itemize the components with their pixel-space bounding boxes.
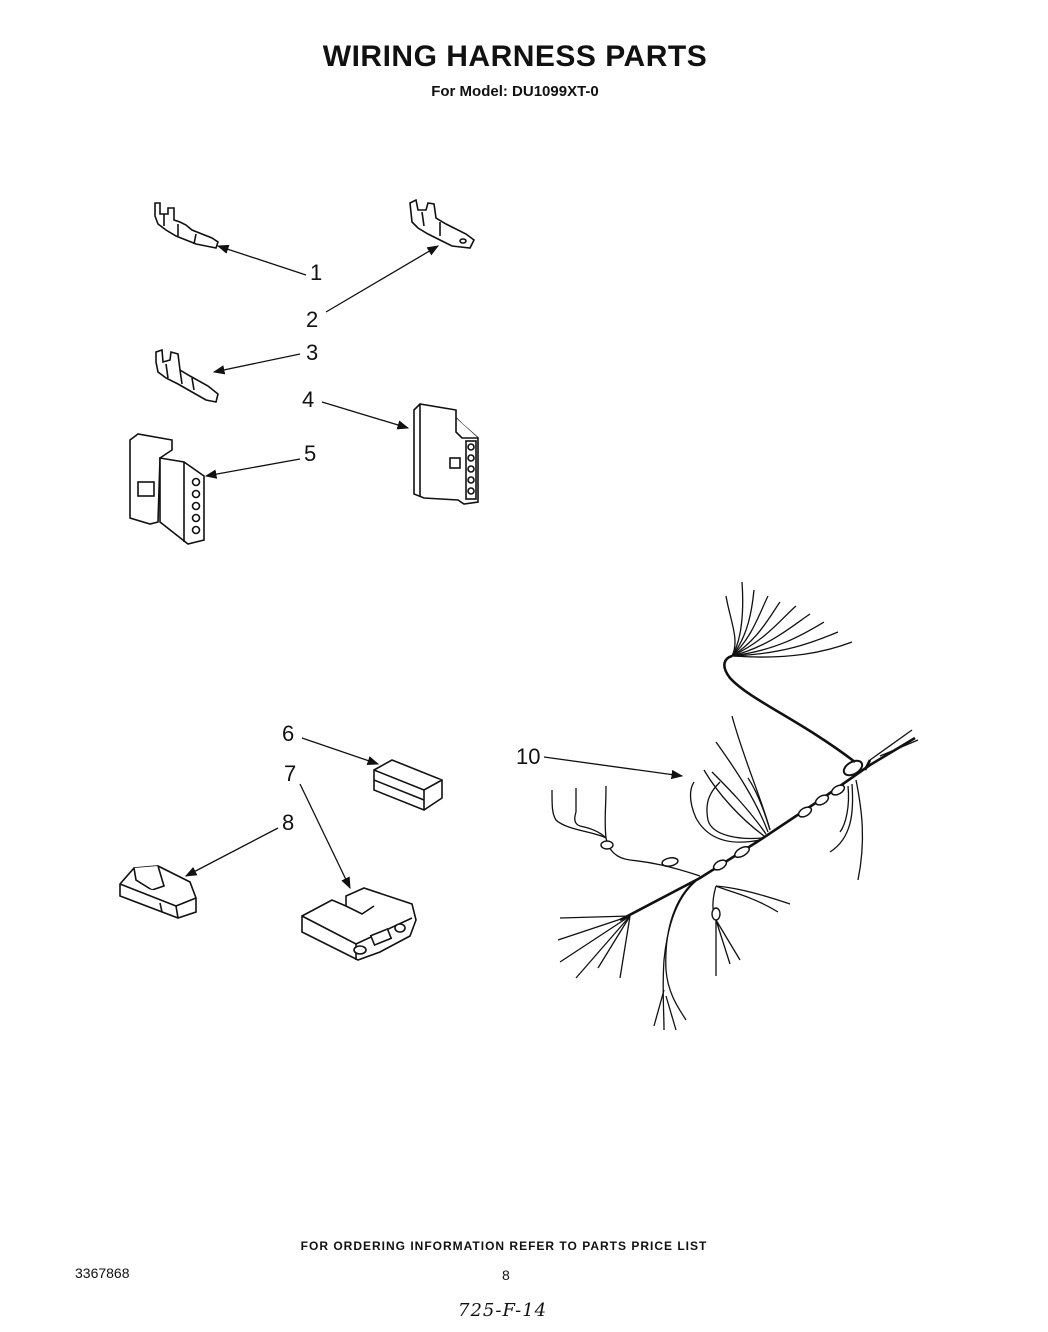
part-10-wiring-harness xyxy=(551,581,919,1031)
callout-4: 4 xyxy=(302,387,410,430)
callout-7: 7 xyxy=(284,761,351,890)
svg-text:2: 2 xyxy=(306,307,318,332)
svg-text:7: 7 xyxy=(284,761,296,786)
svg-text:5: 5 xyxy=(304,441,316,466)
part-5-connector-housing xyxy=(129,433,205,545)
ordering-note: FOR ORDERING INFORMATION REFER TO PARTS … xyxy=(300,1239,708,1253)
svg-text:4: 4 xyxy=(302,387,314,412)
part-8-connector-cap xyxy=(119,865,197,919)
model-subtitle: For Model: DU1099XT-0 xyxy=(431,83,599,100)
svg-text:8: 8 xyxy=(282,810,294,835)
part-6-connector-block xyxy=(373,759,443,811)
callout-5: 5 xyxy=(204,441,316,479)
part-2-terminal xyxy=(409,198,476,249)
callout-8: 8 xyxy=(184,810,294,877)
svg-text:6: 6 xyxy=(282,721,294,746)
callout-2: 2 xyxy=(306,245,440,332)
part-7-jumper-connector xyxy=(301,887,417,961)
callout-10: 10 xyxy=(516,744,684,780)
svg-text:10: 10 xyxy=(516,744,540,769)
callout-3: 3 xyxy=(212,340,318,375)
part-3-terminal xyxy=(155,348,219,403)
callout-1: 1 xyxy=(216,244,322,285)
page-number: 8 xyxy=(502,1267,510,1283)
page-title: WIRING HARNESS PARTS xyxy=(322,40,708,73)
document-number: 3367868 xyxy=(75,1265,130,1281)
svg-text:1: 1 xyxy=(310,260,322,285)
callout-6: 6 xyxy=(282,721,380,766)
handwritten-code: 725-F-14 xyxy=(458,1300,548,1321)
svg-text:3: 3 xyxy=(306,340,318,365)
part-1-terminal xyxy=(154,202,219,249)
part-4-connector-housing xyxy=(413,403,479,505)
